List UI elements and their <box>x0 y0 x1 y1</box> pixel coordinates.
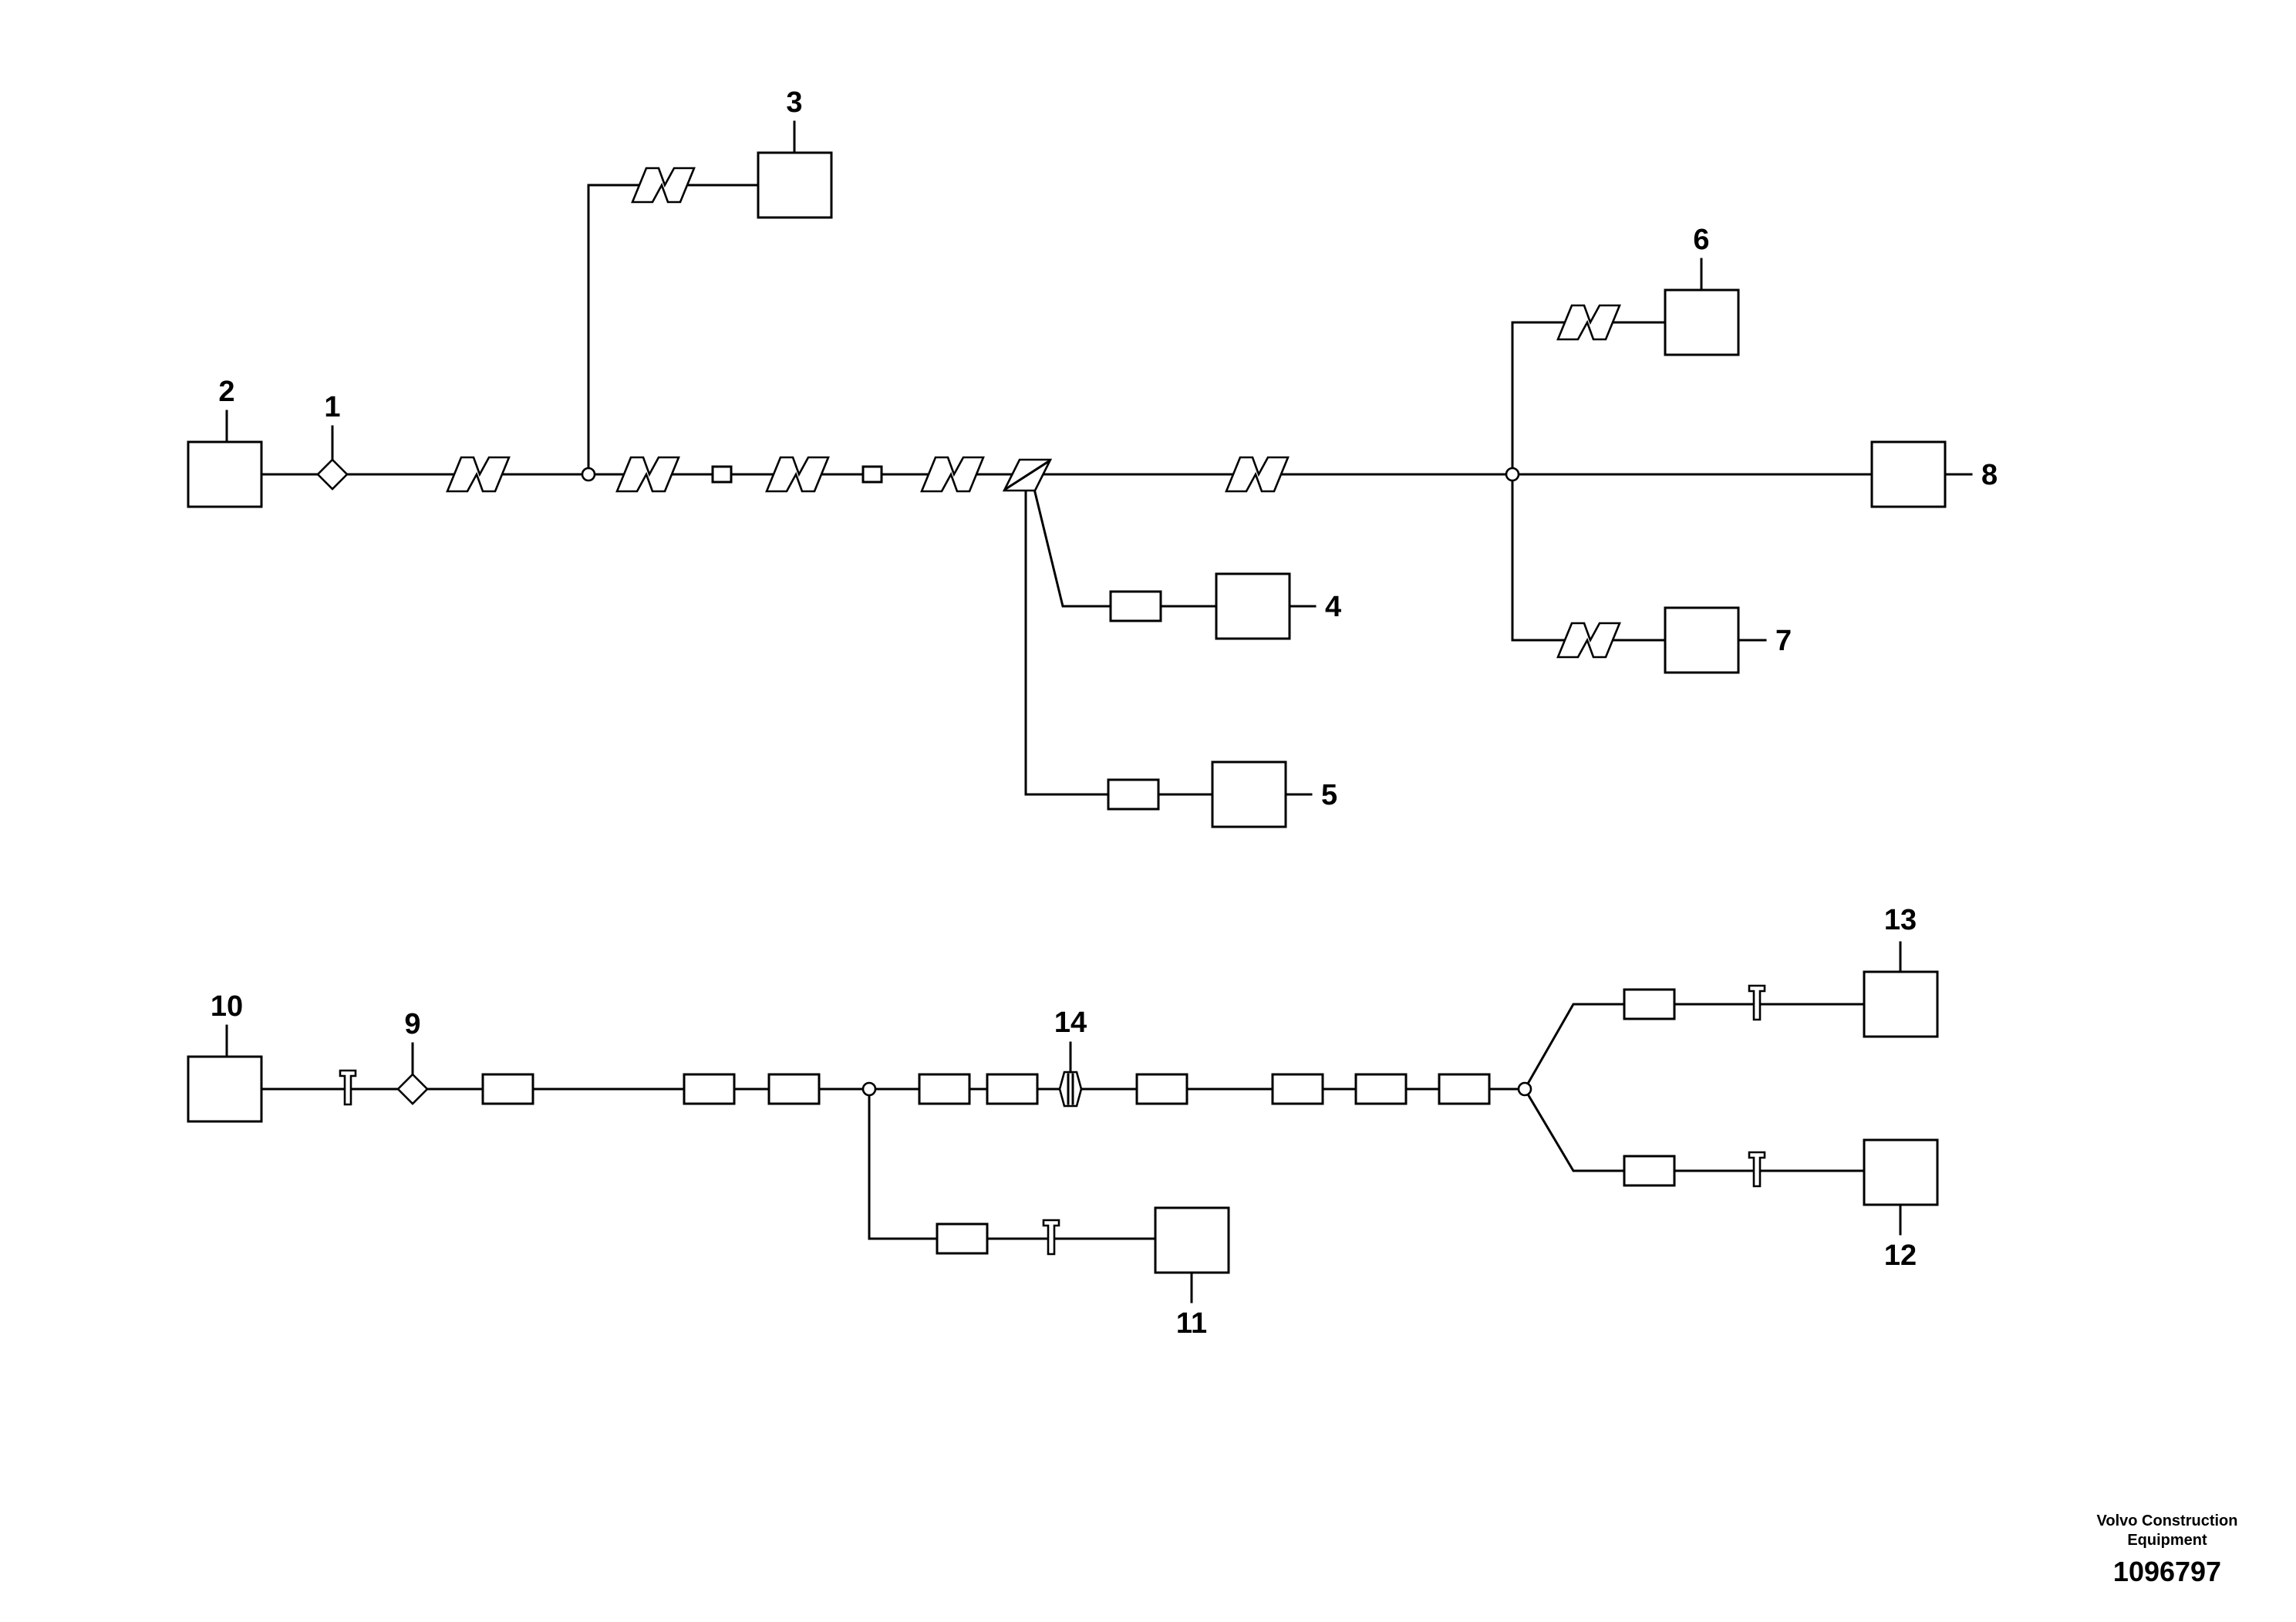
callout-label-14: 14 <box>1054 1007 1087 1039</box>
valve-diamond-icon <box>316 458 349 491</box>
branch-line-3 <box>587 184 760 476</box>
callout-label-9: 9 <box>404 1008 420 1040</box>
callout-label-11: 11 <box>1176 1307 1207 1340</box>
hose-symbol <box>1556 622 1621 659</box>
component-box-7 <box>1664 606 1740 674</box>
connector-box <box>1354 1073 1408 1105</box>
junction-point <box>1505 467 1520 482</box>
branch-line-12 <box>1522 1087 1866 1172</box>
callout-label-10: 10 <box>211 990 243 1023</box>
connector-box <box>1135 1073 1188 1105</box>
component-box-6 <box>1664 288 1740 356</box>
component-box-2 <box>187 440 263 508</box>
branch-line-11 <box>868 1088 1157 1240</box>
component-box-3 <box>757 151 833 219</box>
component-box-5 <box>1211 760 1287 828</box>
callout-label-4: 4 <box>1325 591 1341 623</box>
hose-symbol <box>631 167 696 204</box>
junction-point <box>861 1081 877 1097</box>
junction-point <box>1517 1081 1532 1097</box>
callout-label-8: 8 <box>1981 459 1998 491</box>
branch-line-5 <box>1024 484 1214 796</box>
brand-line-1: Volvo Construction <box>2096 1512 2238 1529</box>
callout-labels: 1 2 3 4 5 6 7 8 9 10 11 12 13 14 <box>211 86 1998 1340</box>
connector-box <box>481 1073 534 1105</box>
callout-label-5: 5 <box>1321 779 1337 811</box>
hose-symbol <box>920 456 985 493</box>
hose-symbol <box>615 456 680 493</box>
component-box-10 <box>187 1055 263 1123</box>
callout-label-2: 2 <box>218 376 234 408</box>
t-fitting-icon <box>1748 984 1766 1021</box>
upper-circuit <box>187 120 1973 828</box>
brand-line-2: Equipment <box>2127 1532 2207 1549</box>
branch-line-13 <box>1522 1003 1866 1091</box>
brand-caption: Volvo Construction Equipment <box>2052 1512 2283 1550</box>
callout-label-13: 13 <box>1884 904 1917 936</box>
connector-box <box>1271 1073 1324 1105</box>
connector-box <box>918 1073 971 1105</box>
inline-fitting <box>711 465 733 484</box>
t-fitting-icon <box>1748 1151 1766 1188</box>
connector-box <box>1623 1155 1676 1187</box>
branch-line-6 <box>1511 321 1667 476</box>
distributor-block-icon <box>1002 458 1053 492</box>
component-box-12 <box>1863 1138 1939 1206</box>
component-box-8 <box>1870 440 1947 508</box>
hose-symbol <box>765 456 830 493</box>
callout-label-1: 1 <box>324 391 340 423</box>
connector-box <box>1623 988 1676 1020</box>
t-fitting-icon <box>339 1069 357 1106</box>
branch-line-7 <box>1511 473 1667 642</box>
hose-symbol <box>446 456 511 493</box>
inline-fitting <box>861 465 883 484</box>
hose-symbol <box>1225 456 1290 493</box>
junction-point <box>581 467 596 482</box>
connector-box <box>986 1073 1039 1105</box>
callout-label-6: 6 <box>1693 224 1709 256</box>
connector-box <box>1107 778 1160 811</box>
hose-symbol <box>1556 304 1621 341</box>
callout-label-3: 3 <box>786 86 802 119</box>
component-box-13 <box>1863 970 1939 1038</box>
connector-box <box>936 1222 989 1255</box>
branch-line-4 <box>1032 484 1218 608</box>
connector-box <box>767 1073 821 1105</box>
component-box-4 <box>1215 572 1291 640</box>
lower-circuit <box>187 941 1939 1303</box>
callout-label-7: 7 <box>1775 625 1792 657</box>
connector-box <box>1109 590 1162 622</box>
swivel-coupling-icon <box>1058 1071 1083 1108</box>
t-fitting-icon <box>1042 1219 1060 1256</box>
component-box-11 <box>1154 1206 1230 1274</box>
valve-diamond-icon <box>396 1073 429 1105</box>
connector-box <box>1438 1073 1491 1105</box>
callout-label-12: 12 <box>1884 1239 1917 1272</box>
document-number: 1096797 <box>2112 1556 2222 1587</box>
connector-box <box>683 1073 736 1105</box>
